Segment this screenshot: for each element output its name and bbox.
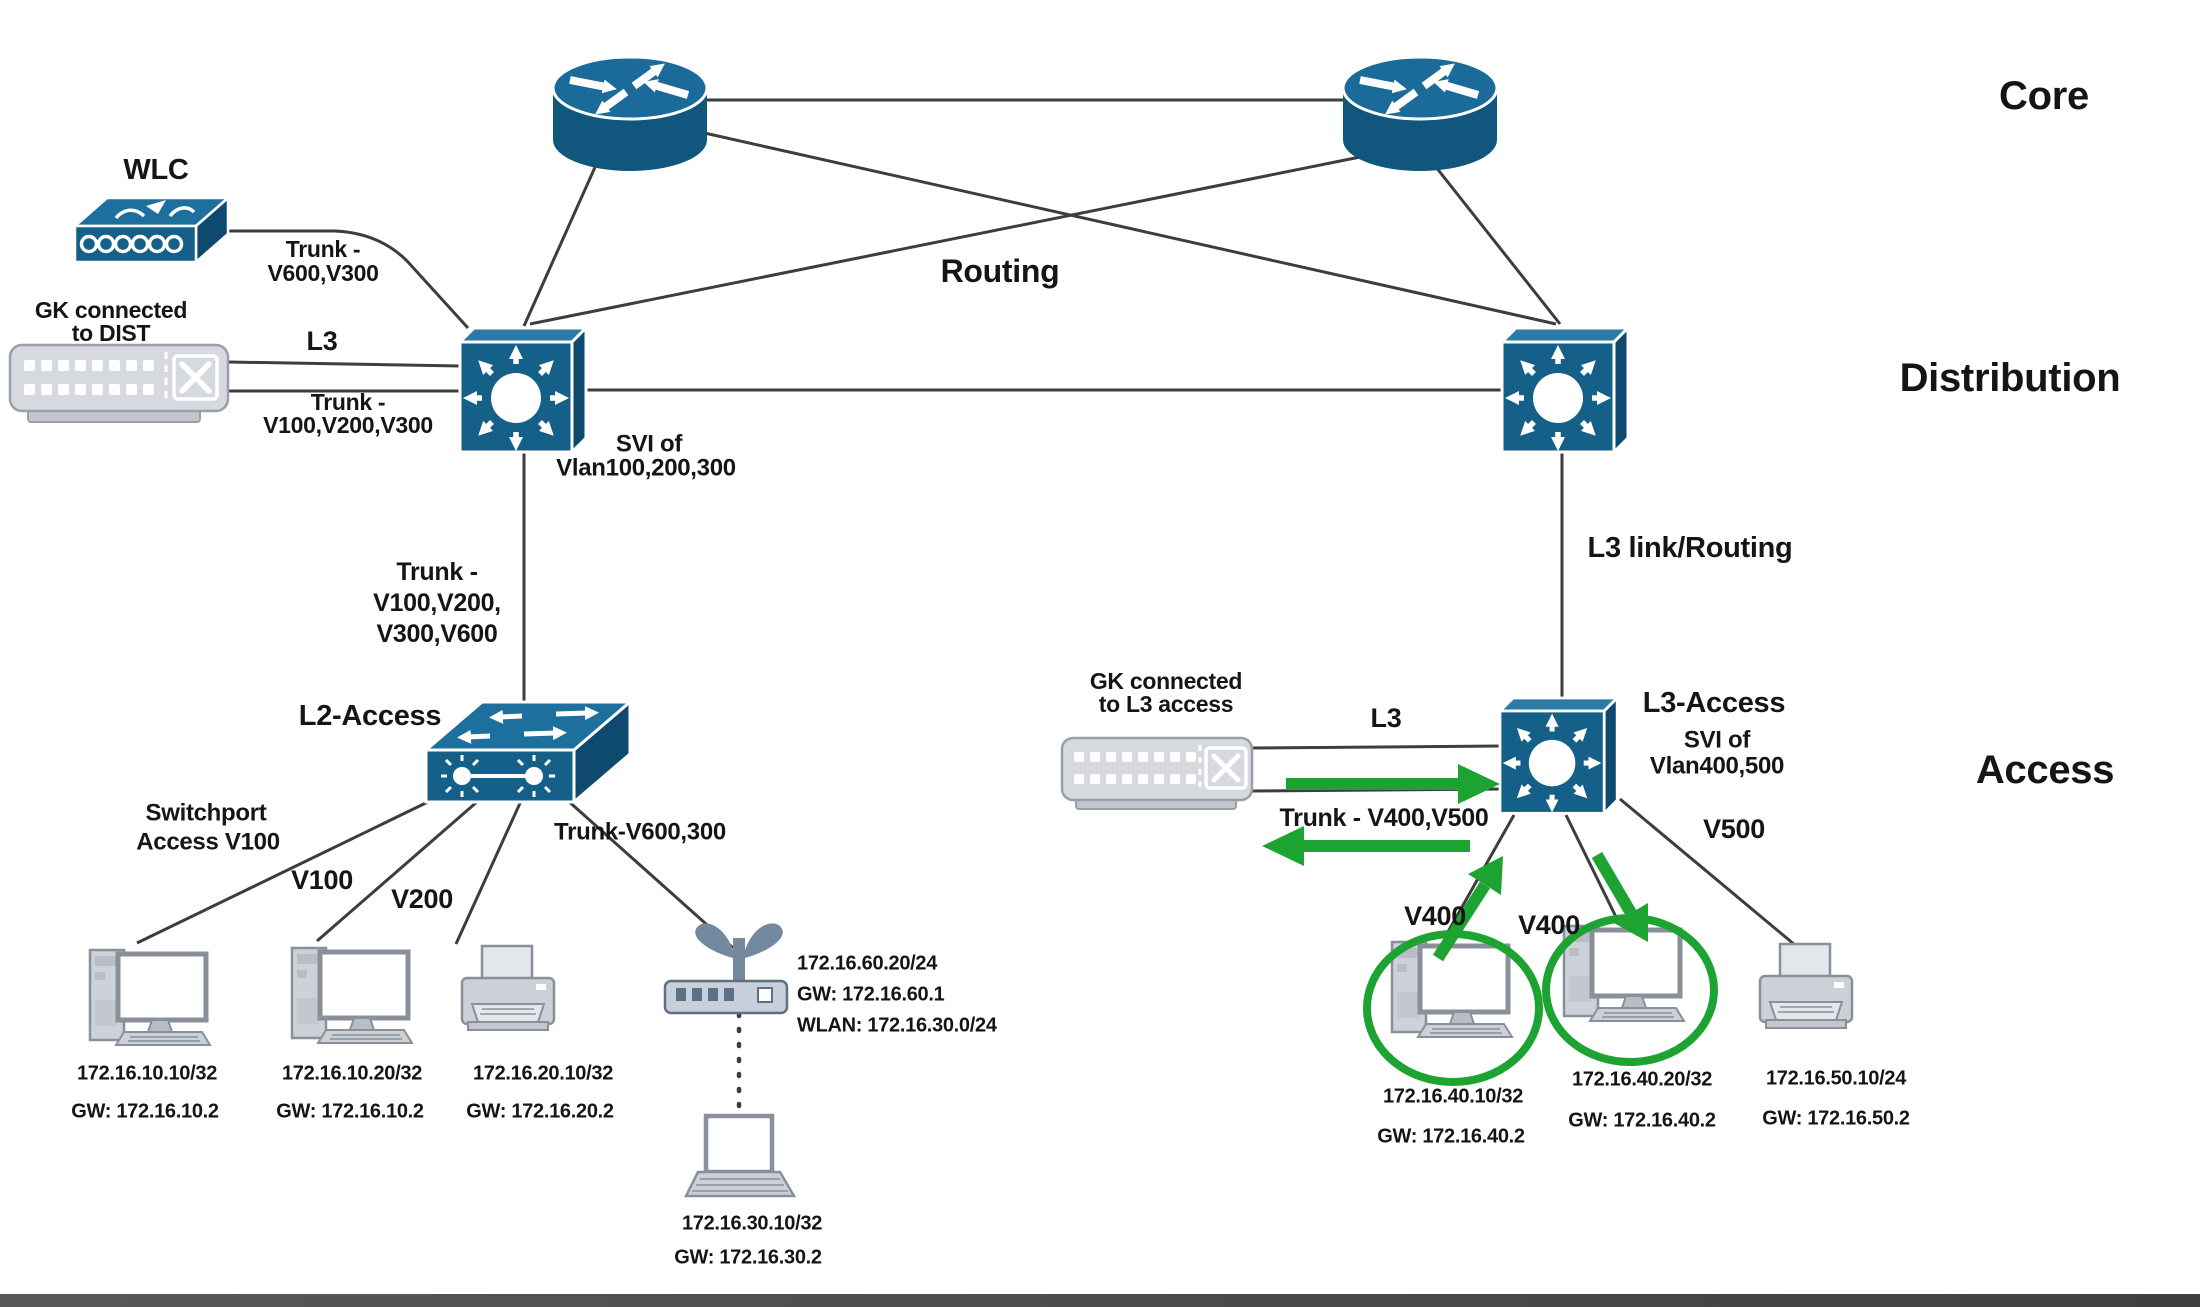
- dist-left-svi-label-line2: Vlan100,200,300: [556, 454, 736, 482]
- link-l3access-printer: [1619, 797, 1796, 947]
- wlc-trunk-label-line2: V600,V300: [267, 259, 379, 286]
- bottom-bar: [0, 1294, 2200, 1307]
- green-arrow-up-shaft: [1432, 881, 1491, 962]
- printer1-gw-label: GW: 172.16.20.2: [466, 1100, 614, 1123]
- core-layer-label: Core: [1999, 74, 2089, 118]
- l2-access-label: L2-Access: [298, 699, 442, 732]
- wlc-trunk-label-line1: Trunk -: [285, 235, 361, 262]
- printer-v500-gw-label: GW: 172.16.50.2: [1762, 1107, 1910, 1130]
- l2-trunk-label: Trunk-V600,300: [554, 818, 726, 846]
- link-l2access-pc1: [136, 798, 433, 945]
- dist-switch-left-icon: [460, 328, 586, 452]
- pc2-gw-label: GW: 172.16.10.2: [276, 1100, 424, 1123]
- gk-l3access-l3-label: L3: [1370, 702, 1402, 733]
- pc-v400-2-ip-label: 172.16.40.20/32: [1571, 1068, 1713, 1091]
- switchport-label-line1: Switchport: [145, 799, 267, 827]
- wlc-icon: [73, 196, 230, 264]
- pc-v400-2-gw-label: GW: 172.16.40.2: [1568, 1109, 1716, 1132]
- ap-wlan-label: WLAN: 172.16.30.0/24: [797, 1014, 997, 1037]
- link-gk-l3access-l3: [1251, 744, 1503, 750]
- v400-left-label: V400: [1404, 900, 1466, 931]
- ap-gw-label: GW: 172.16.60.1: [797, 983, 945, 1006]
- l3access-svi-label-line2: Vlan400,500: [1649, 752, 1785, 780]
- pc2-ip-label: 172.16.10.20/32: [281, 1062, 423, 1085]
- green-arrow-right-head: [1458, 764, 1500, 804]
- gatekeeper-dist-icon: [8, 343, 230, 423]
- ap-ip-label: 172.16.60.20/24: [797, 952, 938, 975]
- gk-dist-trunk-label-line1: Trunk -: [310, 388, 386, 415]
- link-core2-dist-left: [529, 150, 1386, 326]
- link-l2access-pc2: [316, 799, 479, 943]
- dist-switch-right-icon: [1502, 328, 1628, 452]
- traffic-flow-overlays: [1262, 764, 1718, 1086]
- pc-v100-2-icon: [292, 948, 412, 1043]
- link-gk-dist-l3: [228, 360, 462, 368]
- v500-label: V500: [1703, 813, 1765, 844]
- pc-v100-1-icon: [90, 950, 210, 1045]
- green-arrow-down-head: [1614, 903, 1648, 942]
- link-l2access-ap: [565, 797, 734, 950]
- switchport-label-line2: Access V100: [136, 828, 280, 856]
- l3-access-label: L3-Access: [1642, 686, 1786, 719]
- printer-v500-ip-label: 172.16.50.10/24: [1765, 1067, 1907, 1090]
- v400-right-label: V400: [1518, 909, 1580, 940]
- laptop-gw-label: GW: 172.16.30.2: [674, 1246, 822, 1269]
- gatekeeper-l3access-icon: [1060, 736, 1254, 810]
- v200-label: V200: [391, 883, 453, 914]
- core-router-2-icon: [1343, 57, 1497, 171]
- gk-dist-l3-label: L3: [306, 325, 338, 356]
- l2-access-switch-icon: [424, 700, 632, 804]
- gk-l3access-label-line2: to L3 access: [1098, 690, 1234, 717]
- pc-v400-1-gw-label: GW: 172.16.40.2: [1377, 1125, 1525, 1148]
- link-wlc-dist-left: [219, 229, 470, 330]
- l3access-svi-label-line1: SVI of: [1683, 726, 1751, 754]
- pc1-gw-label: GW: 172.16.10.2: [71, 1100, 219, 1123]
- pc-v400-1-icon: [1392, 942, 1512, 1037]
- link-core2-dist-right: [1426, 156, 1562, 325]
- access-point-icon: [663, 923, 789, 1015]
- access-layer-label: Access: [1975, 748, 2115, 792]
- l3-link-routing-label: L3 link/Routing: [1587, 531, 1793, 564]
- downlink-trunk-label-line2: V100,V200,: [373, 588, 501, 617]
- link-core1-dist-right: [699, 130, 1557, 326]
- gk-dist-label-line2: to DIST: [71, 319, 151, 346]
- downlink-trunk-label-line3: V300,V600: [376, 619, 498, 648]
- laptop-icon: [686, 1116, 794, 1196]
- routing-label: Routing: [940, 253, 1060, 290]
- green-arrow-left-head: [1262, 826, 1304, 866]
- pc-v400-2-icon: [1564, 926, 1684, 1021]
- core-router-1-icon: [553, 57, 707, 171]
- laptop-ip-label: 172.16.30.10/32: [681, 1212, 823, 1235]
- l3-access-switch-icon: [1500, 698, 1617, 813]
- printer-v200-icon: [460, 944, 556, 1032]
- printer-v500-icon: [1758, 942, 1854, 1030]
- gk-l3access-trunk-label: Trunk - V400,V500: [1279, 803, 1489, 832]
- gk-dist-trunk-label-line2: V100,V200,V300: [263, 411, 433, 438]
- wlc-label: WLC: [123, 153, 189, 186]
- printer1-ip-label: 172.16.20.10/32: [472, 1062, 614, 1085]
- green-arrow-down-shaft: [1591, 851, 1637, 917]
- green-arrow-up-head: [1468, 856, 1503, 895]
- downlink-trunk-label-line1: Trunk -: [396, 557, 478, 586]
- v100-label: V100: [291, 864, 353, 895]
- distribution-layer-label: Distribution: [1899, 356, 2121, 400]
- pc1-ip-label: 172.16.10.10/32: [76, 1062, 218, 1085]
- gk-l3access-label-line1: GK connected: [1089, 667, 1243, 694]
- gk-dist-label-line1: GK connected: [34, 296, 188, 323]
- link-core1-dist-left: [522, 155, 602, 327]
- link-l3access-pc2: [1564, 814, 1620, 922]
- link-l2access-printer: [454, 800, 523, 945]
- pc-v400-1-ip-label: 172.16.40.10/32: [1382, 1085, 1524, 1108]
- dist-left-svi-label-line1: SVI of: [615, 430, 683, 458]
